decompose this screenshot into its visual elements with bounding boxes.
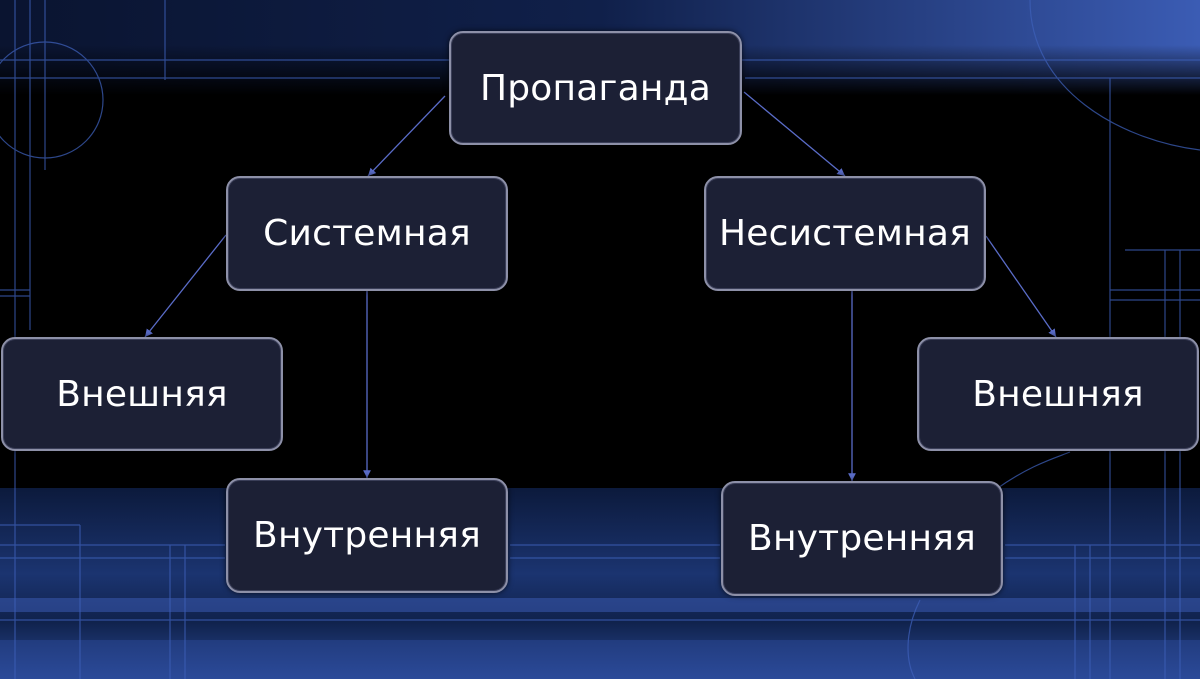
node-systemic-external: Внешняя	[1, 337, 283, 451]
node-root: Пропаганда	[449, 31, 742, 145]
node-nonsystemic-external: Внешняя	[917, 337, 1199, 451]
edge-root-nonsystemic	[743, 91, 846, 177]
node-systemic: Системная	[226, 176, 508, 291]
edge-systemic-external	[144, 234, 227, 338]
edge-root-systemic	[367, 95, 446, 177]
node-nonsystemic-external-label: Внешняя	[972, 373, 1144, 415]
node-systemic-external-label: Внешняя	[56, 373, 228, 415]
edge-nonsystemic-external	[985, 235, 1057, 338]
node-systemic-internal: Внутренняя	[226, 478, 508, 593]
node-systemic-internal-label: Внутренняя	[253, 515, 481, 556]
node-nonsystemic-internal: Внутренняя	[721, 481, 1003, 596]
node-systemic-label: Системная	[263, 213, 471, 254]
node-nonsystemic: Несистемная	[704, 176, 986, 291]
node-nonsystemic-label: Несистемная	[719, 213, 971, 254]
node-nonsystemic-internal-label: Внутренняя	[748, 518, 976, 559]
node-root-label: Пропаганда	[479, 67, 711, 109]
